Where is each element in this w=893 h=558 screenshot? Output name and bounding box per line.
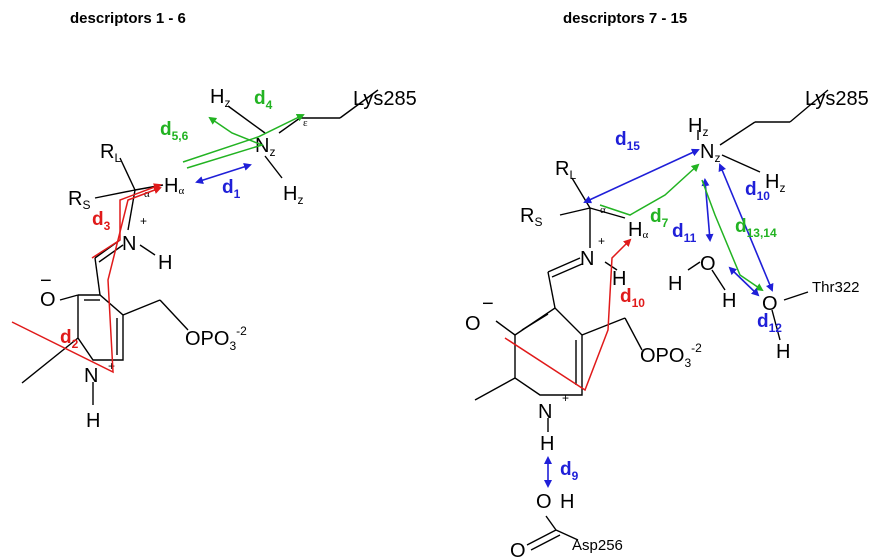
right-descriptor-arrows (504, 148, 774, 488)
panel-title-left: descriptors 1 - 6 (70, 10, 186, 27)
label-d10-blue: d10 (745, 179, 770, 203)
atom-n-imine-right: N (580, 248, 594, 270)
thr322-label: Thr322 (812, 279, 860, 296)
atom-n-pyr-right: N (538, 401, 552, 423)
arrow-d4 (182, 114, 305, 163)
right-molecule-bonds (474, 89, 829, 551)
atom-o-thr: O (762, 293, 778, 315)
left-molecule-atoms: Lys285 Hz Nz ε Hz RL RS α Hα N + H O − N… (40, 86, 417, 432)
label-d7: d7 (650, 206, 669, 230)
label-d9: d9 (560, 459, 579, 483)
atom-h-pyr-left: H (86, 410, 100, 432)
arrow-d2 (11, 186, 162, 374)
arrow-d7 (599, 163, 700, 216)
charge-minus-o-left: − (40, 270, 52, 292)
atom-hz-top-right: Hz (688, 115, 708, 139)
atom-o-left: O (40, 289, 56, 311)
charge-plus-imine-right: + (598, 234, 605, 248)
atom-h-thr: H (776, 341, 790, 363)
alpha-label-right: α (600, 204, 606, 216)
arrow-d15 (583, 148, 700, 204)
atom-n-pyr-left: N (84, 365, 98, 387)
opo3-right: OPO3-2 (640, 341, 702, 370)
label-d1: d1 (222, 177, 241, 201)
lys285-label-left: Lys285 (353, 88, 417, 110)
label-d1314: d13,14 (735, 216, 777, 240)
charge-plus-pyr-right: + (562, 391, 569, 405)
atom-h-imine-right: H (612, 268, 626, 290)
label-d10-red: d10 (620, 286, 645, 310)
label-d2: d2 (60, 327, 79, 351)
atom-nz-right: Nz (700, 141, 720, 165)
atom-h-pyr-right: H (540, 433, 554, 455)
atom-o2-asp: O (510, 540, 526, 558)
left-molecule-bonds (21, 89, 379, 405)
atom-halpha-left: Hα (164, 175, 184, 197)
label-d11: d11 (672, 221, 697, 245)
atom-rs-left: RS (68, 188, 90, 212)
label-d15: d15 (615, 129, 640, 153)
arrow-d1 (195, 163, 252, 184)
atom-o-water: O (700, 253, 716, 275)
arrow-d12 (728, 266, 760, 297)
opo3-left: OPO3-2 (185, 324, 247, 353)
atom-n-imine-left: N (122, 233, 136, 255)
atom-hz-top-left: Hz (210, 86, 230, 110)
atom-halpha-right: Hα (628, 219, 648, 241)
atom-h1-water: H (668, 273, 682, 295)
atom-o-asp: O (536, 491, 552, 513)
atom-rl-left: RL (100, 141, 121, 165)
atom-o-right: O (465, 313, 481, 335)
label-d12: d12 (757, 311, 782, 335)
charge-minus-o-right: − (482, 293, 494, 315)
epsilon-label: ε (303, 117, 308, 129)
arrow-d10-blue (718, 163, 774, 292)
label-d56: d5,6 (160, 119, 189, 143)
atom-nz-left: Nz (255, 135, 275, 159)
alpha-label-left: α (144, 188, 150, 200)
atom-rs-right: RS (520, 205, 542, 229)
atom-h-imine-left: H (158, 252, 172, 274)
atom-h2-water: H (722, 290, 736, 312)
right-molecule-atoms: Lys285 Hz Nz Hz RL RS α Hα N + H O − N +… (465, 88, 869, 558)
asp256-label: Asp256 (572, 537, 623, 554)
atom-h-asp: H (560, 491, 574, 513)
arrow-d56 (186, 116, 265, 169)
charge-plus-imine-left: + (140, 214, 147, 228)
left-descriptor-labels: d1 d2 d3 d4 d5,6 (60, 88, 273, 351)
right-descriptor-labels: d15 d7 d10 d10 d11 d13,14 d12 d9 (560, 129, 782, 483)
arrow-d3 (91, 183, 162, 259)
left-descriptor-arrows (11, 114, 305, 374)
atom-rl-right: RL (555, 158, 576, 182)
arrow-d10-red (504, 238, 632, 392)
charge-plus-pyr-left: + (108, 359, 115, 373)
panel-title-right: descriptors 7 - 15 (563, 10, 687, 27)
lys285-label-right: Lys285 (805, 88, 869, 110)
label-d3: d3 (92, 209, 111, 233)
atom-hz-bottom-left: Hz (283, 183, 303, 207)
label-d4: d4 (254, 88, 273, 112)
